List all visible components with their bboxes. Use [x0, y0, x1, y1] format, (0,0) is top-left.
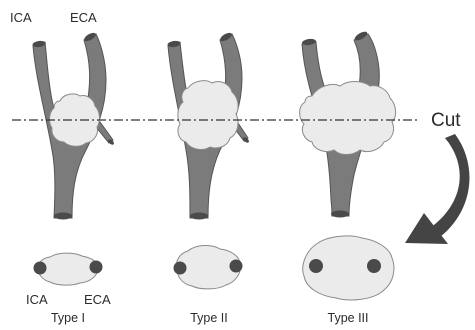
arrow-shaft: [430, 134, 469, 240]
eca-lumen: [230, 260, 243, 273]
cross-section-type-2: [174, 245, 243, 288]
cut-label: Cut: [431, 110, 461, 131]
ica-bottom-label: ICA: [26, 292, 48, 307]
cca-end-cap: [190, 213, 208, 220]
ica-lumen: [174, 262, 187, 275]
eca-top-label: ECA: [70, 10, 97, 25]
vessel-type-3: [300, 30, 396, 218]
eca-bottom-label: ECA: [84, 292, 111, 307]
type-label-2: Type II: [190, 311, 228, 325]
cca-end-cap: [54, 213, 72, 220]
ica-lumen: [309, 259, 323, 273]
curved-arrow: [405, 134, 469, 244]
tumor: [50, 94, 100, 146]
vessel-type-1: [32, 31, 115, 219]
tumor: [300, 82, 396, 155]
cross-section-type-1: [34, 253, 103, 285]
eca-lumen: [90, 261, 103, 274]
cross-section-type-3: [303, 236, 394, 300]
tumor-section: [38, 253, 98, 285]
eca-lumen: [367, 259, 381, 273]
type-label-1: Type I: [51, 311, 85, 325]
type-label-3: Type III: [328, 311, 369, 325]
vessel-type-2: [167, 31, 250, 219]
cca-end-cap: [331, 211, 349, 218]
ica-top-label: ICA: [10, 10, 32, 25]
tumor: [178, 81, 238, 150]
ica-lumen: [34, 262, 47, 275]
